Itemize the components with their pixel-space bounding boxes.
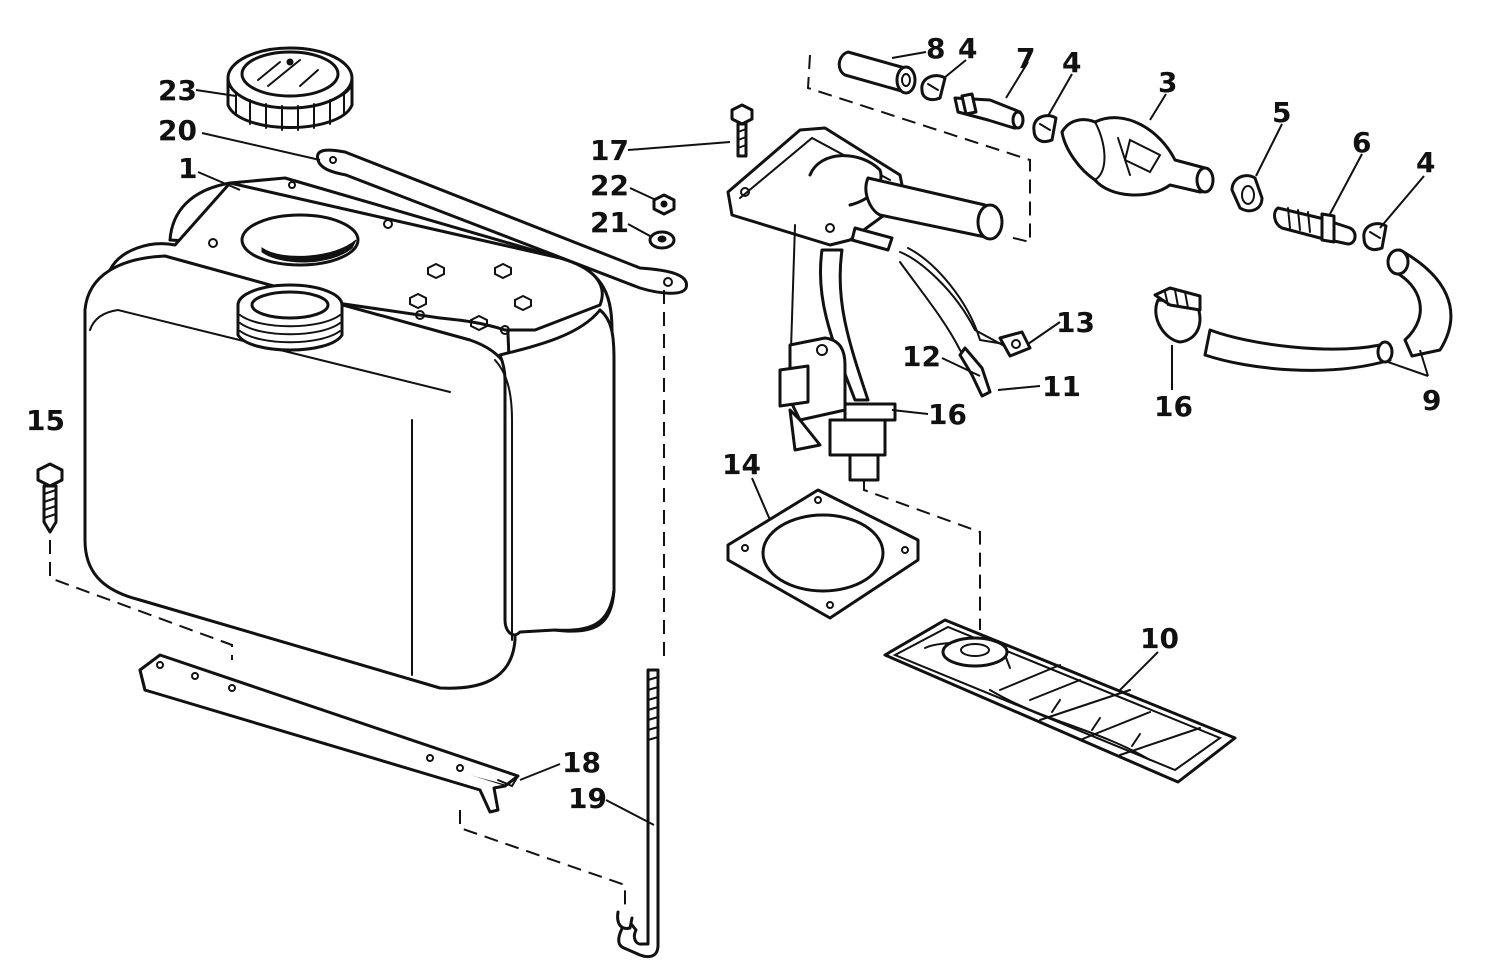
callout-23: 23 — [158, 74, 197, 107]
quick-connect-fitting — [1273, 206, 1357, 246]
filler-cap — [226, 46, 354, 131]
washer — [648, 230, 676, 250]
fuel-pickup-assembly — [726, 126, 1032, 482]
callout-7: 7 — [1016, 42, 1035, 75]
bolt — [730, 103, 754, 158]
hose-piece — [837, 50, 917, 95]
alignment-lines — [49, 54, 1031, 912]
callout-13: 13 — [1056, 306, 1095, 339]
callout-8: 8 — [926, 32, 945, 65]
baffle-plate — [883, 618, 1237, 784]
callout-16-pickup: 16 — [928, 398, 967, 431]
callout-labels: 23 20 1 15 17 22 21 18 19 8 4 7 4 3 5 6 … — [26, 32, 1441, 815]
callout-21: 21 — [590, 206, 629, 239]
hold-down-strap — [315, 148, 688, 295]
callout-12: 12 — [902, 340, 941, 373]
j-bolt — [616, 668, 660, 959]
callout-16-hose: 16 — [1154, 390, 1193, 423]
callout-10: 10 — [1140, 622, 1179, 655]
callout-20: 20 — [158, 114, 197, 147]
callout-15: 15 — [26, 404, 65, 437]
callout-9: 9 — [1422, 384, 1441, 417]
callout-1: 1 — [178, 152, 197, 185]
hose-clamp-c — [1362, 222, 1388, 252]
hose-clamp-a — [920, 74, 947, 102]
lag-screw — [36, 462, 64, 534]
callout-4b: 4 — [1062, 46, 1081, 79]
callout-3: 3 — [1158, 66, 1177, 99]
mounting-bracket — [138, 653, 520, 814]
gasket — [726, 488, 920, 620]
fuel-tank — [83, 176, 616, 690]
connector-fitting — [953, 92, 1025, 130]
callout-11: 11 — [1042, 370, 1081, 403]
leader-lines — [195, 51, 1429, 826]
primer-bulb — [1060, 116, 1215, 197]
ferrule — [1230, 174, 1264, 213]
nut — [652, 193, 676, 216]
callout-22: 22 — [590, 169, 629, 202]
fuel-hose — [1203, 248, 1453, 372]
callout-17: 17 — [590, 134, 629, 167]
callout-4a: 4 — [958, 32, 977, 65]
callout-4c: 4 — [1416, 146, 1435, 179]
callout-14: 14 — [722, 448, 761, 481]
hose-clamp-b — [1032, 114, 1058, 144]
callout-6: 6 — [1352, 126, 1371, 159]
hose-clamp-right — [1153, 286, 1202, 344]
callout-18: 18 — [562, 746, 601, 779]
callout-5: 5 — [1272, 96, 1291, 129]
callout-19: 19 — [568, 782, 607, 815]
